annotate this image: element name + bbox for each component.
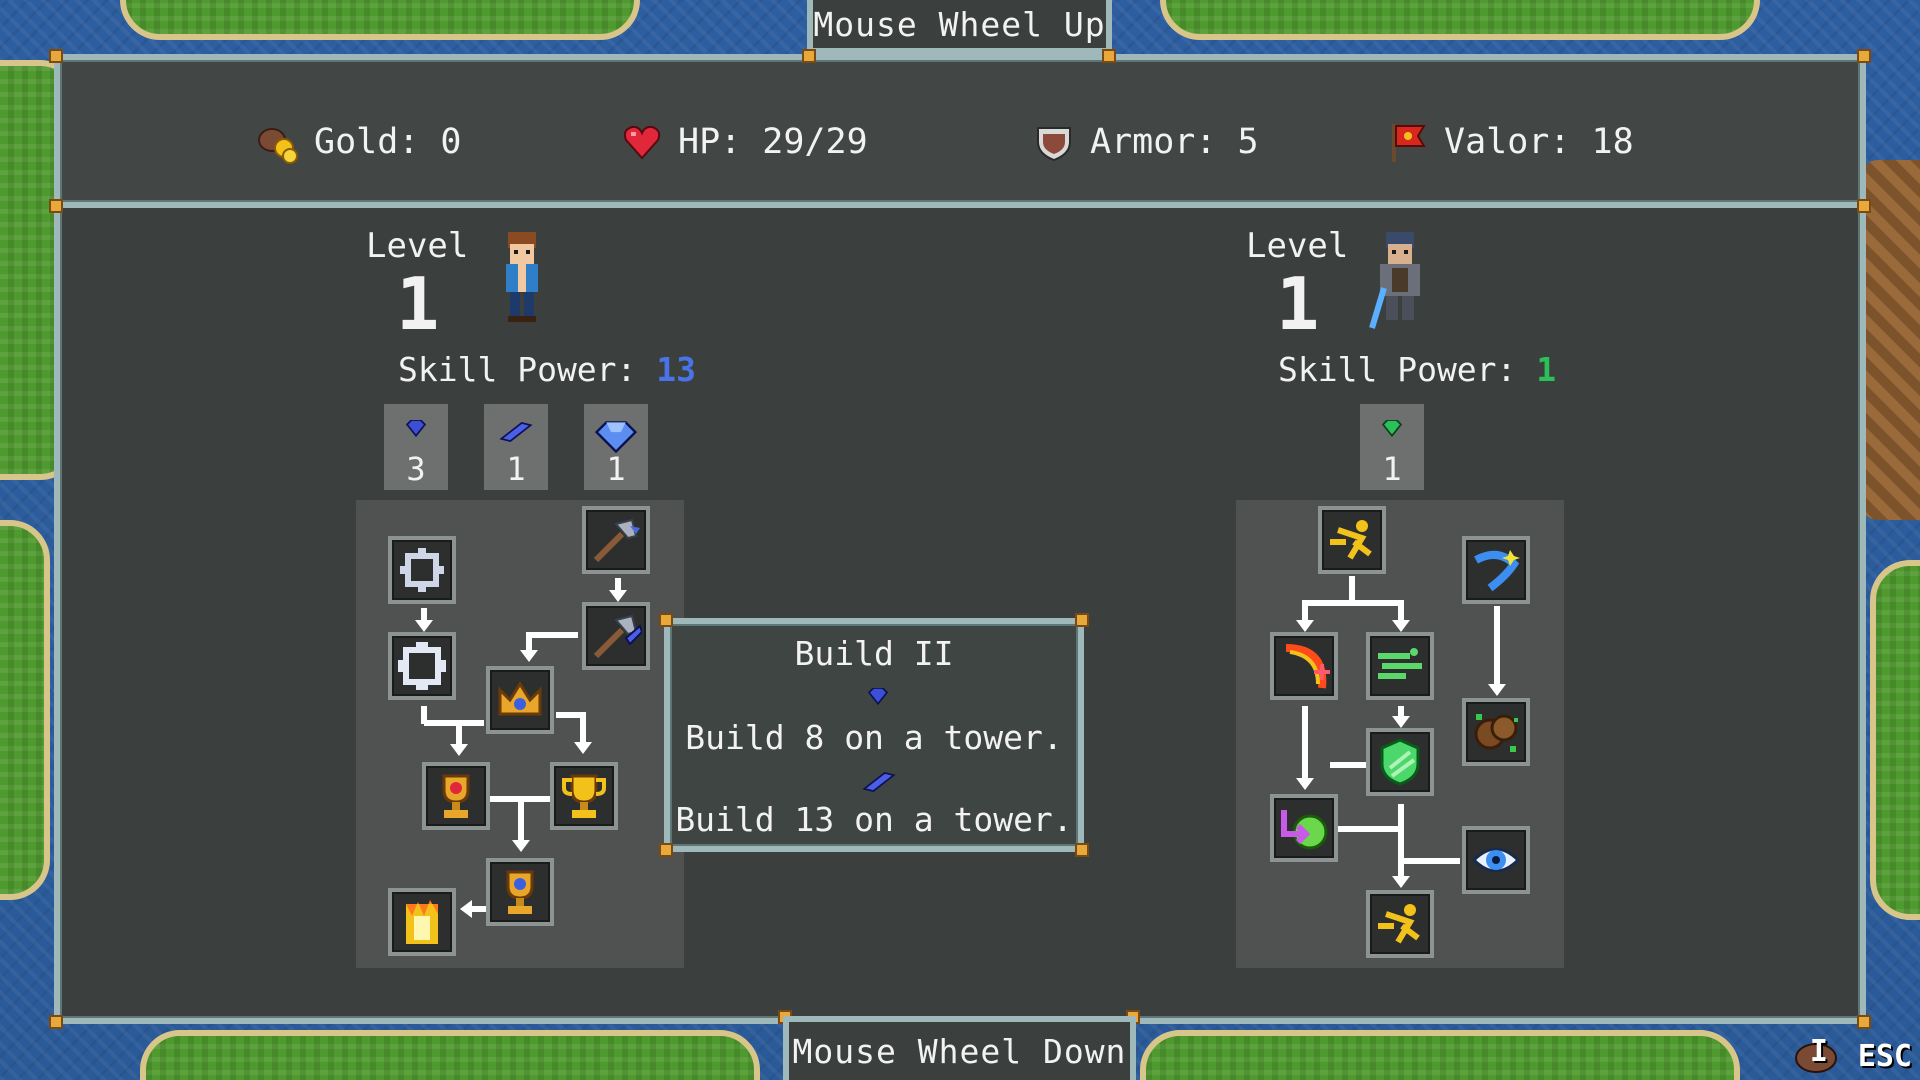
- left-skill-power-label: Skill Power:: [398, 350, 637, 389]
- valor-value: Valor: 18: [1444, 122, 1634, 162]
- skill-fire-bow[interactable]: [1270, 632, 1338, 700]
- boomerang-icon: [1474, 550, 1520, 592]
- left-gem-slot-1: 3: [384, 404, 448, 490]
- crown-icon: [498, 681, 542, 716]
- gear-icon: [400, 548, 444, 592]
- hp-value: HP: 29/29: [678, 122, 868, 162]
- shard-blue-gem-icon: [499, 422, 533, 442]
- skill-dash-top[interactable]: [1318, 506, 1386, 574]
- warp-icon: [1281, 810, 1328, 850]
- gold-bag-icon: [256, 120, 300, 164]
- skill-trophy-blue[interactable]: [486, 858, 554, 926]
- skill-trophy-red[interactable]: [422, 762, 490, 830]
- skill-trophy-gold[interactable]: [550, 762, 618, 830]
- left-gem-slot-3: 1: [584, 404, 648, 490]
- hammer-icon: [593, 518, 640, 563]
- right-gem-count-1: 1: [1382, 450, 1402, 488]
- skill-hammer-gem[interactable]: [582, 602, 650, 670]
- armor-value: Armor: 5: [1090, 122, 1259, 162]
- hp-stat: HP: 29/29: [620, 118, 868, 166]
- skill-crown[interactable]: [486, 666, 554, 734]
- gear-icon: [398, 642, 446, 690]
- left-skill-power: Skill Power: 13: [398, 350, 696, 389]
- left-gem-count-2: 1: [506, 450, 526, 488]
- skill-eye[interactable]: [1462, 826, 1530, 894]
- right-skill-power-label: Skill Power:: [1278, 350, 1517, 389]
- skill-fire-tower[interactable]: [388, 888, 456, 956]
- left-level-label: Level: [366, 226, 469, 266]
- right-level-label: Level: [1246, 226, 1349, 266]
- skill-purple-warp[interactable]: [1270, 794, 1338, 862]
- trophy-icon: [562, 774, 606, 818]
- skill-tooltip: Build II Build 8 on a tower. Build 13 on…: [664, 618, 1084, 852]
- inventory-key-label: I: [1809, 1034, 1828, 1069]
- small-green-gem-icon: [1381, 420, 1403, 438]
- hud-keys: I ESC: [1794, 1034, 1912, 1074]
- right-skill-power-value: 1: [1536, 350, 1557, 389]
- right-skill-power: Skill Power: 1: [1278, 350, 1556, 389]
- right-level-value: 1: [1276, 262, 1320, 346]
- small-blue-gem-icon: [867, 688, 889, 706]
- inventory-bag-icon: [1794, 1043, 1837, 1073]
- skill-boomerang[interactable]: [1462, 536, 1530, 604]
- skill-gear-1[interactable]: [388, 536, 456, 604]
- skill-dash-bottom[interactable]: [1366, 890, 1434, 958]
- left-skill-power-value: 13: [656, 350, 697, 389]
- trophy-icon: [506, 870, 534, 914]
- right-hero-portrait[interactable]: [1364, 228, 1436, 338]
- large-blue-gem-icon: [594, 421, 638, 454]
- small-blue-gem-icon: [405, 420, 427, 438]
- dash-icon: [1378, 904, 1420, 944]
- shield-icon: [1380, 738, 1420, 786]
- shard-blue-gem-icon: [862, 772, 896, 792]
- left-hero-portrait[interactable]: [490, 228, 554, 324]
- bow-icon: [1285, 644, 1330, 689]
- tooltip-title: Build II: [794, 634, 954, 673]
- tooltip-line-1: Build 8 on a tower.: [685, 718, 1063, 757]
- skill-thorns[interactable]: [1462, 698, 1530, 766]
- armor-stat: Armor: 5: [1032, 118, 1259, 166]
- gold-value: Gold: 0: [314, 122, 462, 162]
- skill-hammer[interactable]: [582, 506, 650, 574]
- left-gem-count-3: 1: [606, 450, 626, 488]
- mouse-wheel-up-label: Mouse Wheel Up: [813, 4, 1106, 44]
- heart-icon: [620, 120, 664, 164]
- mouse-wheel-down-button[interactable]: Mouse Wheel Down: [783, 1016, 1136, 1080]
- mouse-wheel-down-label: Mouse Wheel Down: [792, 1031, 1127, 1071]
- tooltip-line-2: Build 13 on a tower.: [675, 800, 1073, 839]
- skill-wind[interactable]: [1366, 632, 1434, 700]
- skill-gear-2[interactable]: [388, 632, 456, 700]
- right-gem-slot-1: 1: [1360, 404, 1424, 490]
- inventory-key-button[interactable]: I: [1794, 1034, 1848, 1074]
- valor-flag-icon: [1386, 120, 1430, 164]
- armor-shield-icon: [1032, 120, 1076, 164]
- trophy-icon: [442, 774, 470, 818]
- left-level-value: 1: [396, 262, 440, 346]
- dash-icon: [1330, 520, 1372, 560]
- hammer-gem-icon: [593, 614, 642, 659]
- mouse-wheel-up-button[interactable]: Mouse Wheel Up: [807, 0, 1112, 54]
- wind-icon: [1378, 648, 1422, 679]
- fire-icon: [406, 900, 438, 944]
- escape-key-button[interactable]: ESC: [1857, 1039, 1912, 1074]
- stats-bar: [54, 54, 1866, 208]
- valor-stat: Valor: 18: [1386, 118, 1634, 166]
- left-gem-count-1: 3: [406, 450, 426, 488]
- thorns-icon: [1474, 714, 1518, 752]
- left-gem-slot-2: 1: [484, 404, 548, 490]
- gold-stat: Gold: 0: [256, 118, 462, 166]
- eye-icon: [1471, 847, 1521, 873]
- skill-green-shield[interactable]: [1366, 728, 1434, 796]
